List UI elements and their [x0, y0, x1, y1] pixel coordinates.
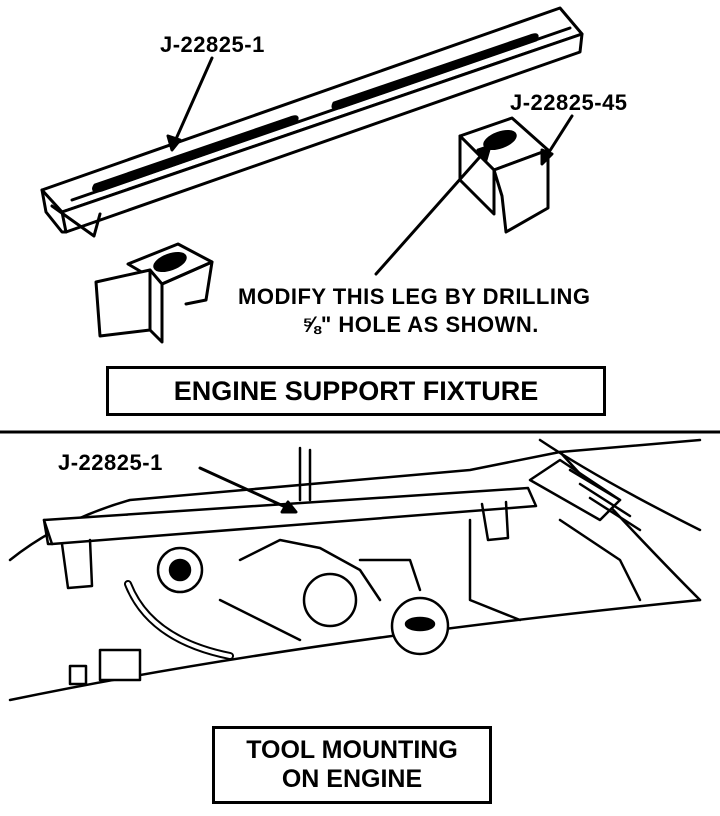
note-line-1: MODIFY THIS LEG BY DRILLING: [238, 284, 591, 309]
engine-bay-drawing: [8, 438, 702, 702]
arrowhead-bottom: [280, 500, 298, 514]
bracket-left-drawing: [94, 242, 214, 344]
leader-line-bottom: [198, 466, 294, 512]
caption-line-1: TOOL MOUNTING: [246, 736, 458, 764]
bracket-45-drawing: [458, 116, 550, 234]
arrowhead-1: [166, 134, 182, 152]
leader-line-note: [374, 148, 488, 276]
label-j-22825-1-top: J-22825-1: [160, 32, 265, 57]
caption-tool-mounting: TOOL MOUNTING ON ENGINE: [212, 726, 492, 804]
arrowhead-45: [540, 148, 554, 166]
note-line-2: ⅝" HOLE AS SHOWN.: [302, 312, 539, 337]
arrowhead-note: [476, 144, 492, 162]
caption-text: ENGINE SUPPORT FIXTURE: [173, 375, 539, 406]
label-j-22825-1-bottom: J-22825-1: [58, 450, 163, 475]
channel-bar-drawing: [40, 6, 584, 238]
caption-line-2: ON ENGINE: [281, 765, 423, 793]
label-j-22825-45: J-22825-45: [510, 90, 628, 115]
leader-line-1: [170, 56, 214, 150]
caption-engine-support-fixture: ENGINE SUPPORT FIXTURE: [106, 366, 606, 416]
